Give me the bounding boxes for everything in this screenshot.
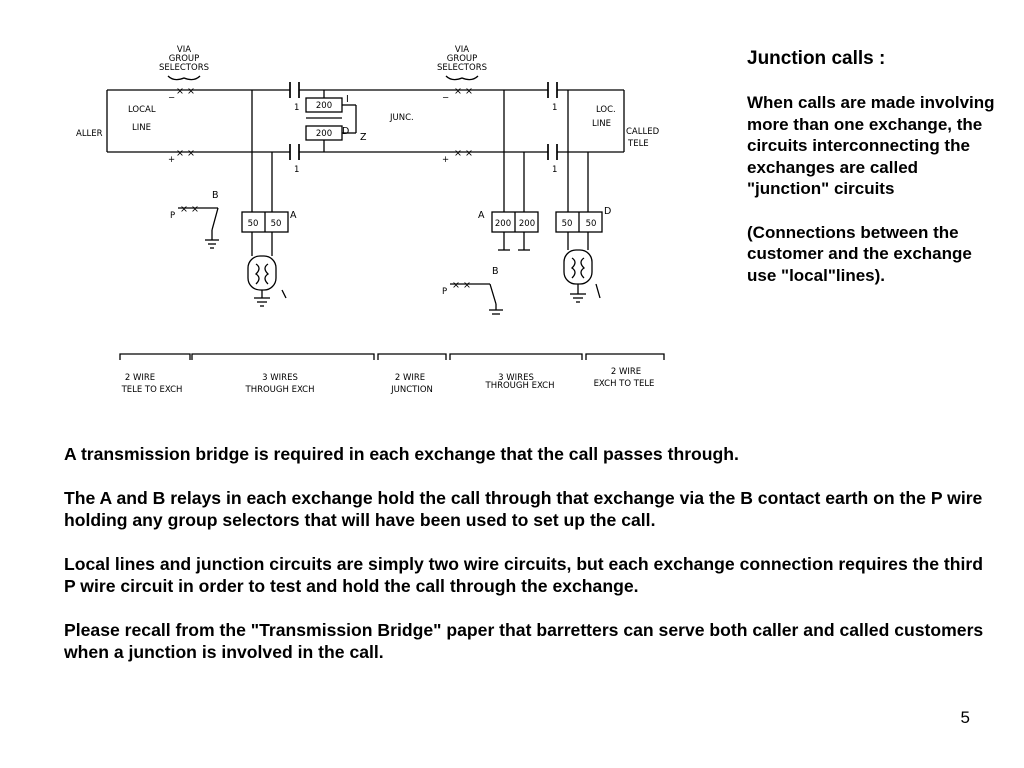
coupling-capacitors: 1 1 1 1 (289, 82, 558, 175)
main-text: A transmission bridge is required in eac… (64, 443, 984, 685)
side-paragraph-1: When calls are made involving more than … (747, 93, 995, 198)
right-exchange-bridge-d: 50 50 D (555, 90, 611, 303)
junction-relays: 200 200 I D Z (305, 90, 367, 152)
svg-text:1: 1 (294, 165, 299, 175)
svg-text:Z: Z (360, 132, 367, 143)
svg-text:P: P (442, 287, 447, 297)
left-exchange-bridge: 50 50 A P × × B (170, 90, 297, 307)
svg-text:B: B (492, 266, 499, 277)
svg-text:50: 50 (271, 219, 282, 229)
svg-text:× ×: × × (180, 204, 199, 215)
svg-text:1: 1 (552, 165, 557, 175)
svg-text:SELECTORS: SELECTORS (437, 63, 487, 73)
svg-text:GROUP: GROUP (447, 54, 478, 64)
svg-text:+: + (168, 155, 175, 165)
svg-text:SELECTORS: SELECTORS (159, 63, 209, 73)
segment-4-label: 3 WIRES (498, 373, 534, 383)
svg-text:D: D (604, 206, 611, 217)
local-line-label: LOCAL (128, 105, 156, 115)
svg-text:200: 200 (495, 219, 511, 229)
page-number: 5 (960, 708, 970, 727)
svg-text:50: 50 (248, 219, 259, 229)
svg-text:VIA: VIA (455, 45, 469, 55)
body-paragraph-3: Local lines and junction circuits are si… (64, 553, 984, 597)
svg-text:200: 200 (519, 219, 535, 229)
body-paragraph-1: A transmission bridge is required in eac… (64, 444, 739, 464)
segment-5-sublabel: EXCH TO TELE (594, 379, 655, 389)
loc-line-label: LOC. (596, 105, 616, 115)
svg-text:× ×: × × (452, 280, 471, 291)
body-paragraph-2: The A and B relays in each exchange hold… (64, 487, 983, 531)
segment-3-sublabel: JUNCTION (390, 385, 433, 395)
svg-text:A: A (478, 210, 485, 221)
svg-text:50: 50 (586, 219, 597, 229)
svg-text:D: D (342, 126, 349, 137)
right-exchange-bridge-a: 200 200 A P × × B (442, 90, 539, 315)
segment-2-sublabel: THROUGH EXCH (245, 385, 315, 395)
called-tele-label: CALLED (626, 127, 660, 137)
svg-text:200: 200 (316, 101, 332, 111)
local-line-label-2: LINE (132, 123, 151, 133)
svg-text:P: P (170, 211, 175, 221)
svg-text:50: 50 (562, 219, 573, 229)
segment-4-sublabel: THROUGH EXCH (485, 381, 555, 391)
caller-label: ALLER (76, 129, 103, 139)
svg-text:+: + (442, 155, 449, 165)
segment-3-label: 2 WIRE (395, 373, 425, 383)
called-tele-label-2: TELE (627, 139, 649, 149)
segment-labels: 2 WIRE TELE TO EXCH 3 WIRES THROUGH EXCH… (121, 367, 655, 395)
svg-text:× ×: × × (176, 148, 195, 159)
svg-text:GROUP: GROUP (169, 54, 200, 64)
svg-text:1: 1 (294, 103, 299, 113)
svg-text:200: 200 (316, 129, 332, 139)
segment-brackets (119, 353, 665, 360)
via-group-selectors-left-label: VIA GROUP SELECTORS (159, 45, 209, 81)
segment-1-sublabel: TELE TO EXCH (121, 385, 183, 395)
junction-circuit-diagram: VIA GROUP SELECTORS VIA GROUP SELECTORS … (76, 45, 665, 395)
segment-1-label: 2 WIRE (125, 373, 155, 383)
junc-label: JUNC. (389, 113, 414, 123)
svg-text:× ×: × × (454, 86, 473, 97)
side-paragraph-2: (Connections between the customer and th… (747, 222, 972, 285)
side-panel: Junction calls : When calls are made inv… (747, 48, 997, 308)
svg-text:× ×: × × (176, 86, 195, 97)
svg-text:−: − (168, 93, 175, 103)
svg-text:I: I (346, 94, 349, 105)
via-group-selectors-right-label: VIA GROUP SELECTORS (437, 45, 487, 81)
loc-line-label-2: LINE (592, 119, 611, 129)
body-paragraph-4: Please recall from the "Transmission Bri… (64, 619, 984, 663)
svg-text:B: B (212, 190, 219, 201)
svg-text:VIA: VIA (177, 45, 191, 55)
side-title: Junction calls : (747, 48, 886, 69)
svg-text:−: − (442, 93, 449, 103)
svg-text:1: 1 (552, 103, 557, 113)
segment-2-label: 3 WIRES (262, 373, 298, 383)
selector-contacts: × × × × × × × × − + − + (168, 86, 473, 165)
svg-text:A: A (290, 210, 297, 221)
svg-text:× ×: × × (454, 148, 473, 159)
main-line-wires (106, 89, 625, 153)
segment-5-label: 2 WIRE (611, 367, 641, 377)
